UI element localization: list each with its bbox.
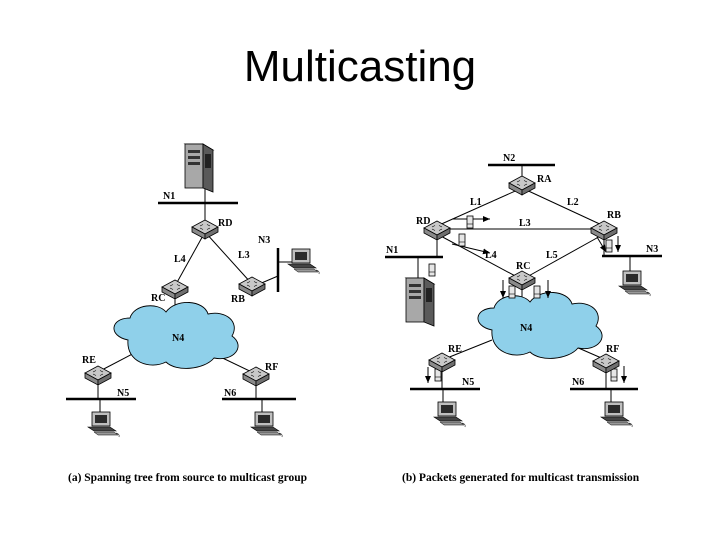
router-re-icon: [84, 365, 112, 386]
label-l3: L3: [238, 250, 250, 261]
caption-a: (a) Spanning tree from source to multica…: [68, 472, 307, 484]
label-n1: N1: [386, 245, 398, 256]
workstation-icon: [618, 270, 651, 297]
packet-icon: [466, 215, 474, 229]
label-rb: RB: [231, 294, 245, 305]
label-n6: N6: [224, 388, 236, 399]
link-l5: [524, 233, 605, 279]
label-re: RE: [448, 344, 462, 355]
link-l4: [436, 233, 520, 279]
label-rf: RF: [606, 344, 619, 355]
router-rc-icon: [161, 279, 189, 300]
packet-icon: [605, 239, 613, 253]
cloud-n4: [477, 292, 603, 359]
label-n2: N2: [503, 153, 515, 164]
label-n5: N5: [117, 388, 129, 399]
label-n3: N3: [646, 244, 658, 255]
label-l4: L4: [485, 250, 497, 261]
packet-icon: [428, 263, 436, 277]
label-rc: RC: [151, 293, 165, 304]
label-rd: RD: [416, 216, 430, 227]
label-n3: N3: [258, 235, 270, 246]
arrow: [451, 243, 491, 255]
router-rd-icon: [191, 219, 219, 240]
label-rf: RF: [265, 362, 278, 373]
link-l4: [174, 231, 206, 287]
link-l2: [521, 187, 605, 227]
diagram-a: N1 RD N3 L4 L3 RC RB N4 RE RF N5 N6 (a) …: [66, 143, 320, 484]
label-n4: N4: [172, 333, 184, 344]
diagram-b: N2 RA L1 L2 RD L3 RB N1 L4 L5 N3 RC N4 R…: [385, 153, 662, 484]
slide-title: Multicasting: [243, 42, 477, 91]
label-rc: RC: [516, 261, 530, 272]
workstation-icon: [600, 401, 633, 428]
workstation-icon: [87, 411, 120, 438]
label-ra: RA: [537, 174, 552, 185]
label-n6: N6: [572, 377, 584, 388]
label-n1: N1: [163, 191, 175, 202]
label-n5: N5: [462, 377, 474, 388]
label-n4: N4: [520, 323, 532, 334]
packet-icon: [508, 285, 516, 299]
label-rb: RB: [607, 210, 621, 221]
label-l4: L4: [174, 254, 186, 265]
server-icon: [184, 143, 214, 193]
workstation-icon: [287, 248, 320, 275]
label-l3: L3: [519, 218, 531, 229]
workstation-icon: [250, 411, 283, 438]
caption-b: (b) Packets generated for multicast tran…: [402, 472, 640, 484]
label-l1: L1: [470, 197, 482, 208]
workstation-icon: [433, 401, 466, 428]
arrow: [596, 236, 607, 253]
packet-icon: [610, 368, 618, 382]
cloud-n4: [113, 302, 239, 369]
router-rb-icon: [590, 220, 618, 241]
server-icon: [405, 277, 435, 327]
label-l2: L2: [567, 197, 579, 208]
label-rd: RD: [218, 218, 232, 229]
label-l5: L5: [546, 250, 558, 261]
link-l1: [436, 187, 523, 227]
label-re: RE: [82, 355, 96, 366]
link-l3: [204, 231, 253, 285]
packet-icon: [533, 285, 541, 299]
packet-icon: [458, 233, 466, 247]
